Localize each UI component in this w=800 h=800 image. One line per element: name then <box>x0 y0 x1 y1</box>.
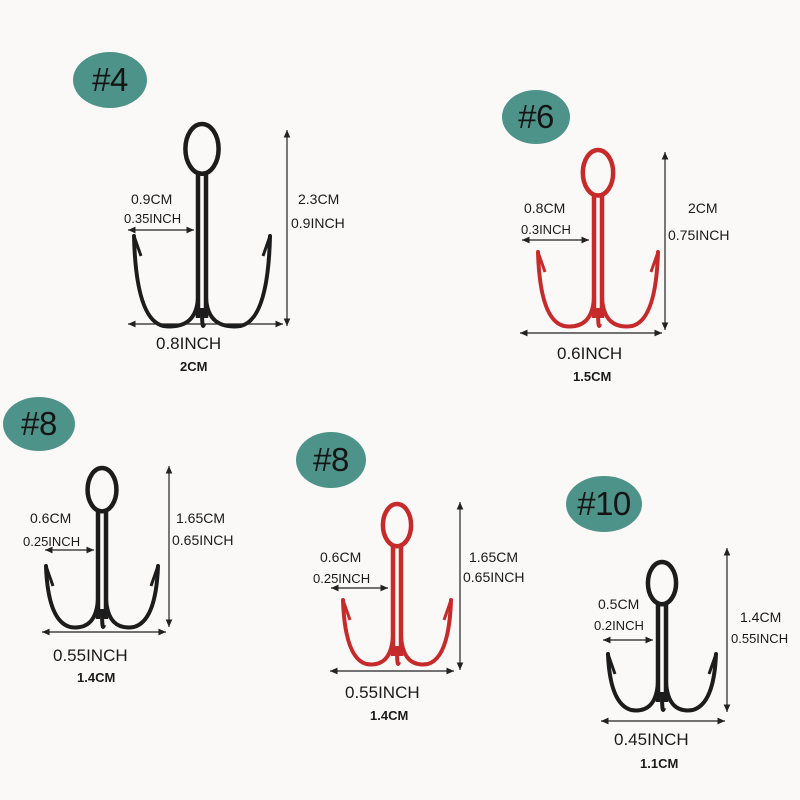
height-inch-label: 0.55INCH <box>731 631 789 646</box>
hook-barb-right <box>149 565 160 587</box>
hook-prong-right <box>600 250 660 329</box>
hook-eye <box>85 465 119 514</box>
width-cm-label: 1.1CM <box>640 756 679 771</box>
hook-eye <box>580 147 616 198</box>
hook-shank <box>195 171 209 318</box>
size-badge-label: #4 <box>92 61 128 98</box>
hook-barb-left <box>132 235 143 257</box>
hook-barb-left <box>44 565 55 587</box>
size-badge-label: #10 <box>577 485 631 522</box>
size-badge-label: #8 <box>21 405 57 442</box>
hook-eye <box>183 121 221 177</box>
hook-barb-left <box>341 599 352 621</box>
gap-cm-label: 0.6CM <box>30 510 72 526</box>
hook-barb-right <box>261 235 272 257</box>
hook-prong-center <box>100 608 106 629</box>
gap-inch-label: 0.3INCH <box>521 222 571 237</box>
width-inch-label: 0.55INCH <box>345 683 420 702</box>
hook-red-size-8 <box>341 501 453 667</box>
hook-black-size-10 <box>606 559 718 713</box>
size-badge-10: #10 <box>566 476 642 532</box>
size-badge-8: #8 <box>296 432 366 488</box>
size-badge-6: #6 <box>502 90 570 144</box>
width-cm-label: 1.5CM <box>573 369 612 384</box>
width-cm-label: 1.4CM <box>77 670 116 685</box>
hook-barb-right <box>707 653 718 675</box>
hook-prong-right <box>204 234 272 329</box>
height-inch-label: 0.9INCH <box>291 215 345 231</box>
gap-cm-label: 0.8CM <box>524 200 566 216</box>
height-cm-label: 2CM <box>688 200 718 216</box>
gap-inch-label: 0.35INCH <box>124 211 182 226</box>
height-cm-label: 1.65CM <box>469 549 519 565</box>
width-inch-label: 0.6INCH <box>557 344 623 363</box>
size-badge-4: #4 <box>73 52 147 108</box>
hook-barb-left <box>536 251 547 273</box>
height-inch-label: 0.75INCH <box>668 227 730 243</box>
height-inch-label: 0.65INCH <box>463 569 525 585</box>
gap-cm-label: 0.6CM <box>320 549 362 565</box>
gap-inch-label: 0.2INCH <box>594 618 644 633</box>
size-badge-8: #8 <box>3 397 75 451</box>
hook-prong-center <box>596 307 602 328</box>
hook-prong-left <box>341 598 395 667</box>
height-cm-label: 1.65CM <box>176 510 226 526</box>
hook-eye <box>380 501 414 549</box>
gap-inch-label: 0.25INCH <box>23 534 81 549</box>
hook-prong-right <box>399 598 453 667</box>
hook-prong-left <box>132 234 200 329</box>
hook-prong-right <box>664 652 718 713</box>
hook-prong-left <box>606 652 660 713</box>
hook-prong-center <box>660 691 666 712</box>
height-cm-label: 2.3CM <box>298 191 340 207</box>
hook-black-size-8 <box>44 465 160 630</box>
height-inch-label: 0.65INCH <box>172 532 234 548</box>
gap-cm-label: 0.5CM <box>598 596 640 612</box>
hook-prong-right <box>104 564 160 630</box>
width-inch-label: 0.45INCH <box>614 730 689 749</box>
hook-prong-left <box>536 250 596 329</box>
hook-prong-center <box>200 307 206 328</box>
width-cm-label: 2CM <box>180 359 208 374</box>
hook-red-size-6 <box>536 147 660 329</box>
size-badge-label: #6 <box>518 98 554 135</box>
hook-prong-left <box>44 564 100 630</box>
gap-inch-label: 0.25INCH <box>313 571 371 586</box>
hook-eye <box>645 559 679 607</box>
width-inch-label: 0.55INCH <box>53 646 128 665</box>
size-badge-label: #8 <box>313 441 349 478</box>
gap-cm-label: 0.9CM <box>131 191 173 207</box>
hook-barb-left <box>606 653 617 675</box>
width-cm-label: 1.4CM <box>370 708 409 723</box>
hook-barb-right <box>649 251 660 273</box>
height-cm-label: 1.4CM <box>740 609 782 625</box>
hook-barb-right <box>442 599 453 621</box>
width-inch-label: 0.8INCH <box>156 334 222 353</box>
hook-prong-center <box>395 645 401 666</box>
